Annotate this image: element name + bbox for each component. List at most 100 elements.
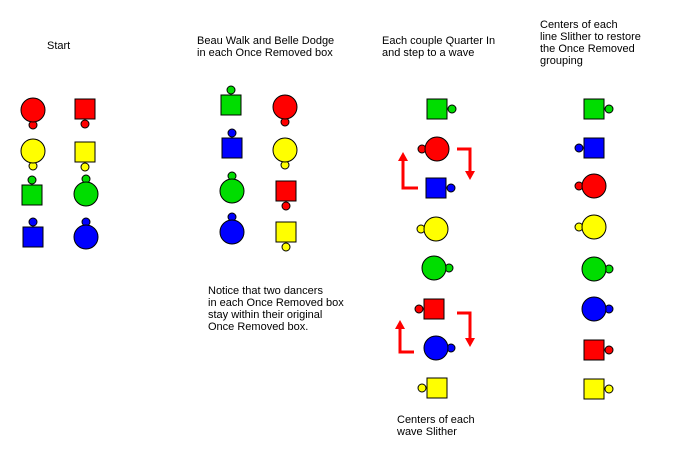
dancer-blue-boy: [22, 217, 44, 248]
dancer-green-girl: [219, 171, 245, 204]
slither-arrow-pair: [398, 147, 475, 190]
dancer-red-girl: [20, 97, 46, 130]
girl-circle: [581, 214, 607, 240]
caption-start: Start: [47, 40, 71, 52]
boy-square: [74, 98, 96, 120]
facing-nose: [604, 384, 614, 394]
dancer-green-boy: [21, 175, 43, 206]
dancer-yellow-boy: [583, 378, 614, 400]
dancer-yellow-girl: [20, 138, 46, 171]
dancer-blue-girl: [581, 296, 614, 322]
caption-wave-slither: Centers of each wave Slither: [397, 414, 475, 438]
facing-nose: [226, 85, 236, 95]
facing-nose: [80, 162, 90, 172]
dancer-yellow-boy: [275, 221, 297, 252]
dancer-red-girl: [272, 94, 298, 127]
girl-circle: [219, 219, 245, 245]
caption-beau-walk-belle-dodge: Beau Walk and Belle Dodge in each Once R…: [197, 35, 335, 59]
dancer-blue-girl: [423, 335, 456, 361]
girl-circle: [20, 97, 46, 123]
facing-nose: [281, 242, 291, 252]
facing-nose: [281, 201, 291, 211]
facing-nose: [446, 183, 456, 193]
boy-square: [22, 226, 44, 248]
dancer-blue-boy: [574, 137, 605, 159]
girl-circle: [581, 296, 607, 322]
dancer-yellow-boy: [74, 141, 96, 172]
facing-nose: [604, 345, 614, 355]
facing-nose: [80, 119, 90, 129]
arrowhead-up: [398, 152, 408, 161]
boy-square: [221, 137, 243, 159]
arrowhead-down: [465, 338, 475, 347]
boy-square: [275, 180, 297, 202]
dancer-red-girl: [417, 136, 450, 162]
boy-square: [426, 377, 448, 399]
boy-square: [583, 339, 605, 361]
arrowhead-up: [395, 320, 405, 329]
formation-restored-once-removed: [574, 98, 614, 400]
girl-circle: [73, 181, 99, 207]
dancer-green-girl: [421, 255, 454, 281]
formation-after-beau-walk-belle-dodge: [219, 85, 298, 252]
facing-nose: [574, 143, 584, 153]
dancer-green-girl: [73, 174, 99, 207]
dancer-red-boy: [414, 298, 445, 320]
facing-nose: [417, 383, 427, 393]
formation-start: [20, 97, 99, 250]
slither-arrow-pair: [395, 311, 475, 354]
arrowhead-down: [465, 171, 475, 180]
dancer-green-boy: [426, 98, 457, 120]
dancer-blue-boy: [425, 177, 456, 199]
facing-nose: [447, 104, 457, 114]
boy-square: [423, 298, 445, 320]
dancer-red-girl: [574, 173, 607, 199]
facing-nose: [28, 217, 38, 227]
girl-circle: [423, 335, 449, 361]
dancer-yellow-girl: [272, 137, 298, 170]
boy-square: [583, 98, 605, 120]
dancer-yellow-girl: [574, 214, 607, 240]
girl-circle: [20, 138, 46, 164]
girl-circle: [581, 256, 607, 282]
facing-nose: [414, 304, 424, 314]
girl-circle: [73, 224, 99, 250]
girl-circle: [272, 94, 298, 120]
slither-arrow-up: [398, 328, 414, 354]
boy-square: [426, 98, 448, 120]
dancer-green-boy: [220, 85, 242, 116]
caption-slither-restore: Centers of each line Slither to restore …: [540, 19, 641, 67]
formation-wave: [414, 98, 457, 399]
dancer-red-boy: [74, 98, 96, 129]
dancer-blue-boy: [221, 128, 243, 159]
slither-arrow-down: [457, 147, 472, 172]
facing-nose: [227, 128, 237, 138]
caption-once-removed-note: Notice that two dancers in each Once Rem…: [208, 285, 344, 333]
dancer-red-boy: [275, 180, 297, 211]
girl-circle: [421, 255, 447, 281]
facing-nose: [27, 175, 37, 185]
dancer-blue-girl: [219, 212, 245, 245]
dancer-blue-girl: [73, 217, 99, 250]
girl-circle: [272, 137, 298, 163]
facing-nose: [604, 104, 614, 114]
girl-circle: [423, 216, 449, 242]
boy-square: [583, 137, 605, 159]
caption-quarter-in-wave: Each couple Quarter In and step to a wav…: [382, 35, 496, 59]
boy-square: [425, 177, 447, 199]
dancer-yellow-girl: [416, 216, 449, 242]
dancer-yellow-boy: [417, 377, 448, 399]
boy-square: [275, 221, 297, 243]
dancer-green-girl: [581, 256, 614, 282]
slither-arrow-down: [457, 311, 472, 339]
dancer-green-boy: [583, 98, 614, 120]
slither-arrow-up: [401, 160, 418, 190]
girl-circle: [219, 178, 245, 204]
dancer-red-boy: [583, 339, 614, 361]
boy-square: [583, 378, 605, 400]
girl-circle: [424, 136, 450, 162]
girl-circle: [581, 173, 607, 199]
boy-square: [220, 94, 242, 116]
boy-square: [21, 184, 43, 206]
